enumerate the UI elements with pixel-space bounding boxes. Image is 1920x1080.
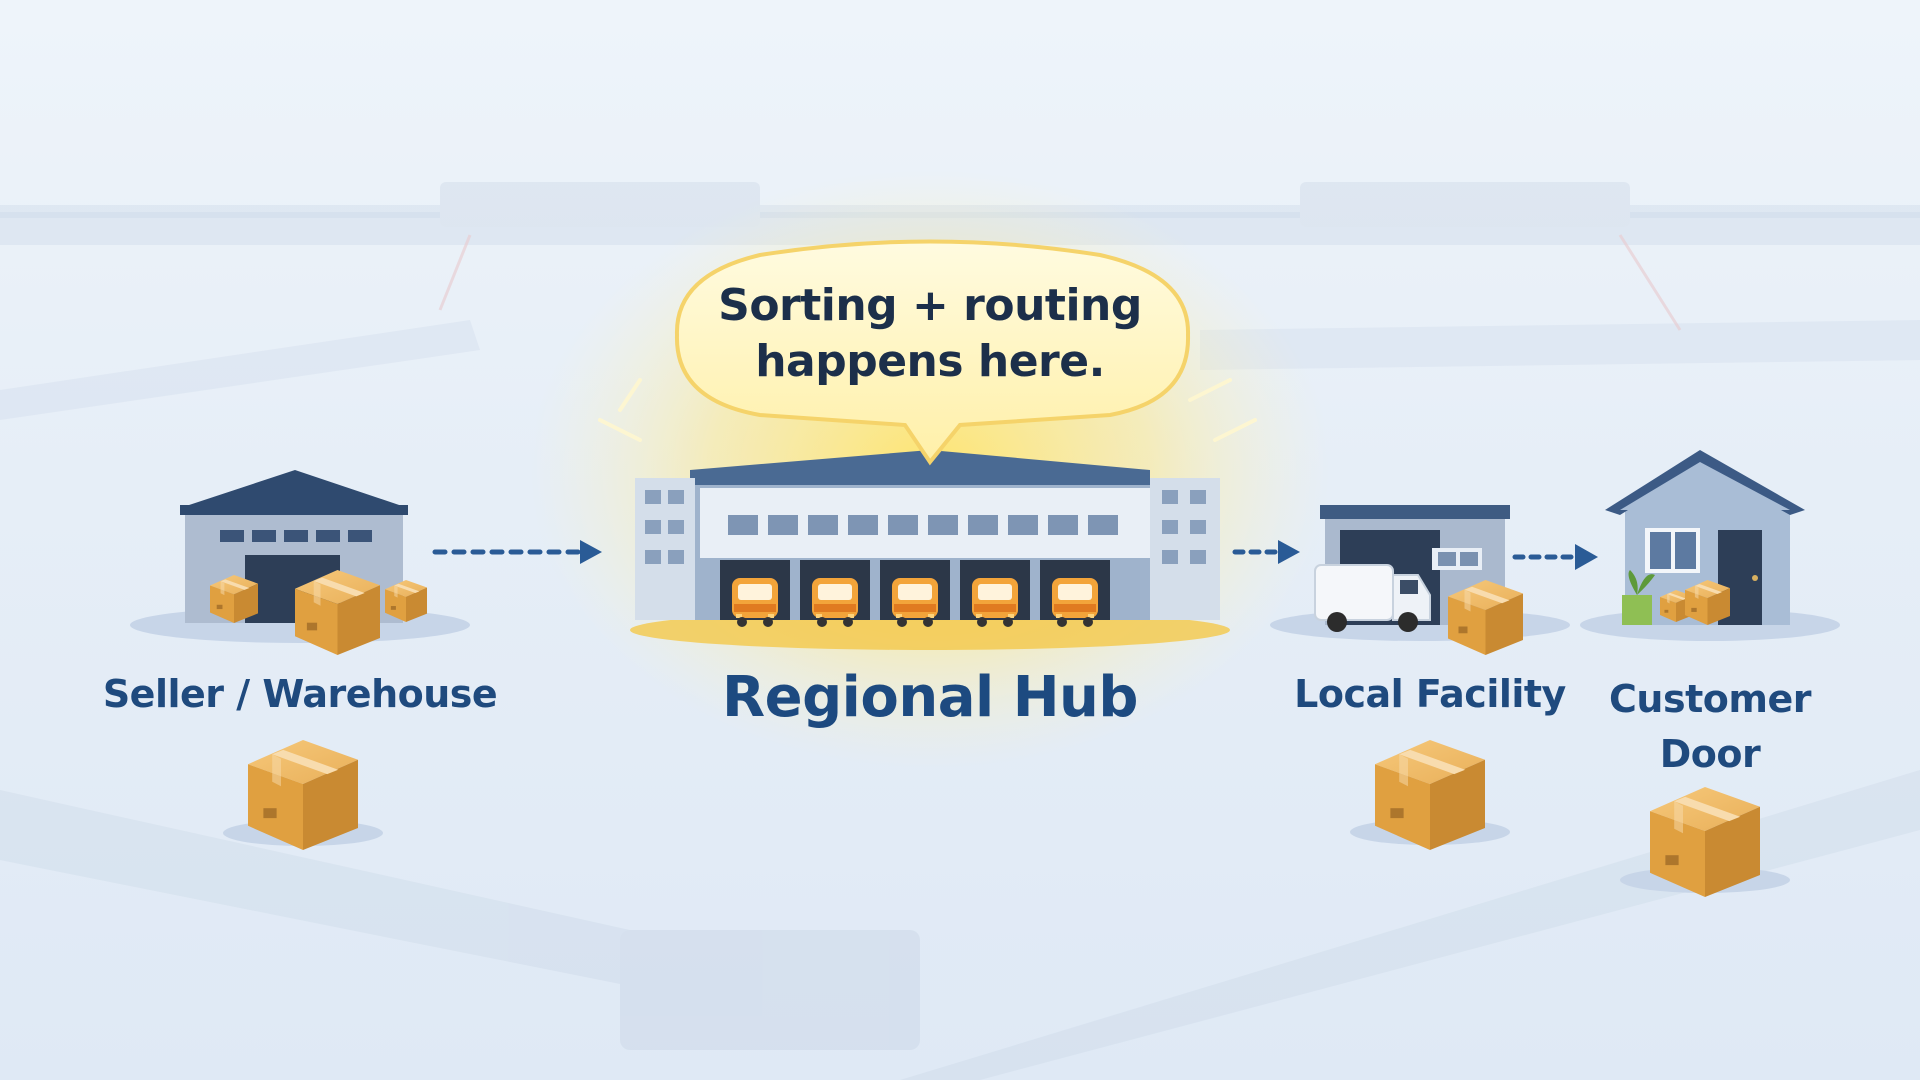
stage-label-local-facility: Local Facility bbox=[1294, 672, 1566, 716]
callout-bubble bbox=[674, 239, 1191, 466]
stage-label-regional-hub: Regional Hub bbox=[721, 665, 1139, 730]
flow-arrow-3 bbox=[1512, 544, 1598, 570]
parcel-box-icon bbox=[1350, 740, 1510, 850]
flow-arrow-2 bbox=[1232, 540, 1300, 564]
customer-house-icon bbox=[1580, 450, 1840, 641]
parcel-box-icon bbox=[223, 740, 383, 850]
callout-line-2: happens here. bbox=[755, 336, 1105, 388]
stage-label-seller-warehouse: Seller / Warehouse bbox=[102, 672, 498, 716]
local-facility-icon bbox=[1270, 505, 1570, 655]
parcel-box-icon bbox=[1620, 787, 1790, 897]
flow-arrow-1 bbox=[432, 540, 602, 564]
seller-warehouse-icon bbox=[130, 470, 470, 655]
callout-line-1: Sorting + routing bbox=[718, 280, 1142, 331]
regional-hub-icon bbox=[598, 378, 1257, 650]
stage-label-customer-door: Customer Door bbox=[1609, 677, 1811, 777]
